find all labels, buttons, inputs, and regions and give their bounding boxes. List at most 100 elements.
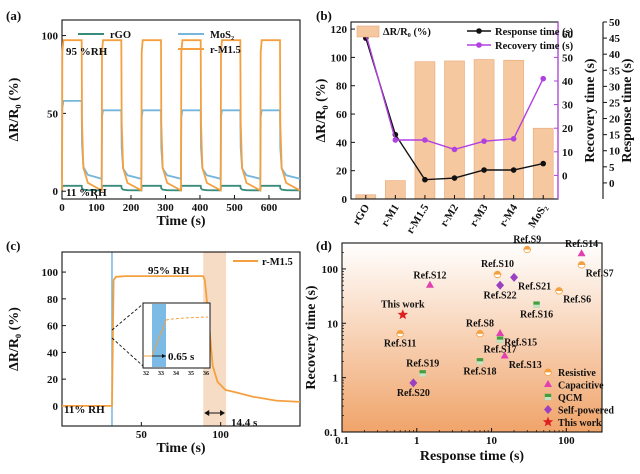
panel-b-ytick-response-label: 50: [609, 17, 621, 29]
panel-d-point: [578, 261, 586, 265]
legend-label: ΔR/R₀ (%): [383, 27, 431, 38]
legend-label: r-M1.5: [210, 45, 241, 56]
legend-marker: [544, 405, 552, 414]
annotation-95rh: 95% RH: [148, 265, 190, 277]
panel-b-point: [422, 137, 428, 143]
panel-a-series-line: [61, 39, 301, 192]
panel-c-ytick-label: 60: [47, 321, 59, 333]
panel-d-point-label: Ref.S9: [513, 234, 541, 245]
panel-b-point: [481, 167, 487, 173]
panel-d-ytick-label: 0.1: [324, 427, 338, 439]
panel-d-point-label: This work: [381, 300, 425, 311]
panel-d-point-half: [476, 361, 484, 365]
panel-d-point: [409, 378, 418, 388]
legend-label: rGO: [110, 30, 131, 41]
panel-d-point-half: [476, 333, 484, 338]
panel-d-point-label: Ref.S13: [509, 360, 542, 371]
panel-d-point-label: Ref.S22: [484, 290, 517, 301]
panel-b-point: [540, 75, 547, 82]
annotation-11rh: 11% RH: [64, 404, 105, 416]
panel-d-point-half: [419, 373, 426, 377]
panel-d-point: [397, 309, 408, 320]
legend-marker: [544, 380, 552, 387]
recovery-window-shade: [203, 252, 227, 426]
panel-b-ytick-left-label: 100: [331, 52, 348, 64]
panel-b-ytick-response-label: 35: [609, 65, 621, 77]
panel-d-point-label: Ref.S7: [586, 269, 614, 280]
panel-d-point-label: Ref.S14: [565, 239, 598, 250]
panel-d-ylabel: Recovery time (s): [304, 285, 319, 390]
legend-label: r-M1.5: [262, 257, 293, 268]
panel-b-ytick-response-label: 40: [609, 49, 621, 61]
panel-c-xtick-label: 50: [136, 429, 148, 441]
panel-b-ytick-recovery-label: 30: [562, 100, 574, 112]
panel-d-point: [496, 328, 505, 336]
panel-d-point: [493, 270, 501, 275]
panel-d-point-half: [533, 304, 540, 308]
panel-b-ytick-response-label: 15: [609, 130, 621, 142]
panel-b-ytick-response-label: 0: [609, 178, 615, 190]
legend-label: This work: [558, 418, 602, 429]
panel-a-xtick-label: 600: [261, 202, 278, 214]
panel-d-ytick-label: 1: [333, 373, 339, 385]
panel-d-tag: (d): [316, 238, 332, 253]
bar: [503, 59, 524, 200]
arrow-head: [204, 410, 210, 416]
panel-b-category: r-M2: [438, 202, 461, 229]
inset-xtick-label: 34: [173, 371, 179, 377]
annotation-95rh: 95 %RH: [66, 46, 108, 58]
panel-b-ytick-response-label: 20: [609, 114, 621, 126]
panel-d-point-label: Ref.S15: [504, 337, 537, 348]
bar: [473, 59, 495, 200]
panel-d-point-label: Ref.S18: [463, 366, 496, 377]
panel-b-ytick-left-label: 120: [331, 24, 348, 36]
arrow-head: [220, 410, 226, 416]
panel-a-xtick-label: 200: [123, 202, 140, 214]
panel-a-xtick-label: 0: [59, 202, 65, 214]
panel-c-ytick-label: 20: [47, 374, 59, 386]
panel-d-ytick-label: 10: [327, 318, 339, 330]
panel-d-point: [500, 351, 509, 359]
panel-b-ytick-left-label: 20: [336, 166, 348, 178]
inset-plateau: [165, 316, 209, 321]
panel-b-point: [540, 160, 547, 167]
panel-b-category: r-M3: [468, 202, 491, 229]
panel-d-point-half: [496, 339, 504, 343]
panel-c-ytick-label: 100: [42, 267, 59, 279]
panel-c-tag: (c): [6, 238, 20, 253]
plot-background: [342, 243, 602, 432]
panel-a-xtick-label: 500: [226, 202, 243, 214]
panel-d-point: [510, 272, 519, 282]
panel-d-xtick-label: 0.1: [335, 435, 349, 447]
legend-swatch-marker: [476, 42, 482, 48]
panel-b-ytick-left-label: 0: [342, 194, 348, 206]
panel-b-ytick-response-label: 10: [609, 146, 621, 158]
panel-b-ytick-recovery-label: 50: [562, 52, 574, 64]
panel-d-point: [555, 287, 563, 291]
panel-a-xtick-label: 400: [192, 202, 209, 214]
legend-label: Response time (s): [495, 27, 574, 38]
panel-b-ytick-left-label: 80: [336, 81, 348, 93]
legend-swatch: [356, 25, 380, 38]
panel-d-point-half: [555, 290, 563, 295]
panel-c-xtick-label: 100: [212, 429, 229, 441]
panel-b-point: [451, 175, 458, 181]
panel-c-ylabel: ΔR/R₀ (%): [7, 307, 22, 371]
panel-d-point: [396, 329, 404, 334]
panel-b-tag: (b): [316, 8, 332, 23]
inset-shade: [152, 304, 166, 367]
legend-marker: [544, 368, 552, 372]
inset-zoom-guide: [111, 337, 144, 367]
panel-a-ytick-label: 50: [47, 108, 59, 120]
panel-c-xlabel: Time (s): [156, 441, 205, 456]
panel-b-ytick-response-label: 25: [609, 97, 621, 109]
panel-d-ytick-label: 100: [322, 264, 339, 276]
panel-d-point-label: Ref.S11: [384, 338, 417, 349]
panel-c-ytick-label: 40: [47, 347, 59, 359]
panel-d-point-half: [577, 264, 586, 269]
legend-label: Recovery time (s): [495, 41, 574, 52]
